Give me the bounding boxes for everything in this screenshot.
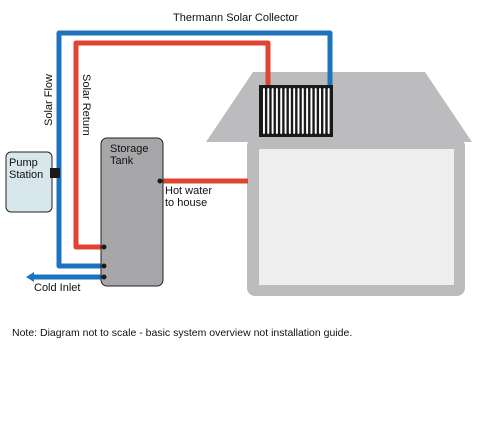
- storage-tank-body: [100, 137, 164, 287]
- collector-tube: [306, 88, 309, 134]
- hot-water-label-1: Hot water: [165, 185, 212, 197]
- cold-inlet-arrow: [26, 272, 34, 282]
- collector-tube: [267, 88, 270, 134]
- solar-flow-pipe: [56, 30, 333, 269]
- pump-station: Pump Station: [5, 151, 60, 213]
- pump-station-label-2: Station: [9, 169, 43, 181]
- collector-tube: [310, 88, 313, 134]
- solar-return-pipe: [73, 40, 271, 250]
- collector-tube: [288, 88, 291, 134]
- collector-tube: [297, 88, 300, 134]
- solar-flow-label: Solar Flow: [43, 74, 55, 126]
- collector-tube: [284, 88, 287, 134]
- storage-tank-label-1: Storage: [110, 143, 149, 155]
- tank-port-cold: [101, 274, 107, 280]
- disclaimer-note: Note: Diagram not to scale - basic syste…: [12, 327, 352, 339]
- tank-port-flow: [101, 263, 107, 269]
- cold-inlet-label: Cold Inlet: [34, 282, 80, 294]
- collector-tube: [271, 88, 274, 134]
- solar-collector: [259, 85, 333, 137]
- collector-tube: [280, 88, 283, 134]
- collector-tube: [275, 88, 278, 134]
- hot-water-label-2: to house: [165, 197, 207, 209]
- collector-tube: [301, 88, 304, 134]
- collector-tube: [293, 88, 296, 134]
- house: [206, 72, 472, 296]
- house-roof: [206, 72, 472, 142]
- house-interior: [259, 149, 454, 285]
- pump-station-box: [5, 151, 53, 213]
- storage-tank: Storage Tank: [100, 137, 164, 287]
- solar-return-label: Solar Return: [80, 74, 92, 136]
- collector-tube: [327, 88, 330, 134]
- collector-tube: [263, 88, 265, 134]
- collector-tube: [323, 88, 326, 134]
- storage-tank-label-2: Tank: [110, 155, 134, 167]
- tank-port-return: [101, 244, 107, 250]
- pump-station-connector: [50, 168, 60, 178]
- pump-station-label-1: Pump: [9, 157, 38, 169]
- collector-panel: [259, 85, 333, 137]
- tank-port-hot: [157, 178, 163, 184]
- collector-tubes: [263, 88, 330, 134]
- collector-label: Thermann Solar Collector: [173, 12, 299, 24]
- collector-tube: [319, 88, 321, 134]
- collector-tube: [314, 88, 317, 134]
